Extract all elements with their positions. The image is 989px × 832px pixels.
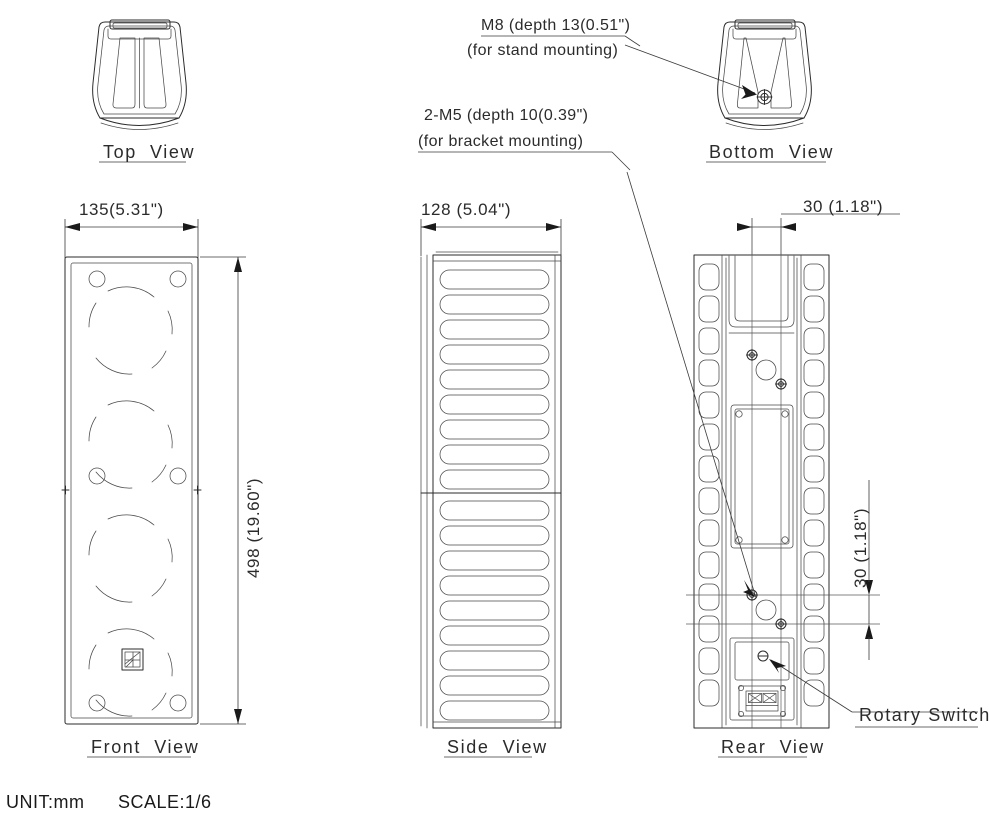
rear-left-slots xyxy=(698,263,720,707)
dimension-side-depth: 128 (5.04") xyxy=(421,200,511,219)
callout-bracket-mount-line2: (for bracket mounting) xyxy=(418,133,583,150)
dimension-rear-hole-vertical: 30 (1.18") xyxy=(851,508,870,588)
callout-rotary-switch: Rotary Switch xyxy=(859,705,989,725)
dimension-front-height: 498 (19.60") xyxy=(244,478,263,578)
dimension-geometry xyxy=(64,35,978,758)
rear-view-geometry xyxy=(626,171,978,729)
callout-stand-mount-line2: (for stand mounting) xyxy=(467,42,618,59)
view-label-rear: Rear View xyxy=(721,737,825,757)
dimension-rear-hole-horizontal: 30 (1.18") xyxy=(803,197,883,216)
unit-note: UNIT:mm xyxy=(6,792,85,812)
view-label-bottom: Bottom View xyxy=(709,142,834,162)
callout-stand-mount-line1: M8 (depth 13(0.51") xyxy=(481,17,630,34)
side-view-geometry xyxy=(420,251,562,729)
top-view-geometry xyxy=(92,19,187,130)
rear-right-slots xyxy=(803,263,825,707)
callout-bracket-mount-line1: 2-M5 (depth 10(0.39") xyxy=(424,107,588,124)
dimension-front-width: 135(5.31") xyxy=(79,200,164,219)
view-label-front: Front View xyxy=(91,737,199,757)
view-label-top: Top View xyxy=(103,142,195,162)
scale-note: SCALE:1/6 xyxy=(118,792,212,812)
bottom-view-geometry xyxy=(624,19,812,130)
front-view-geometry xyxy=(61,256,202,725)
drawing-text: Top View Bottom View Front View Side Vie… xyxy=(6,17,989,812)
view-label-side: Side View xyxy=(447,737,548,757)
